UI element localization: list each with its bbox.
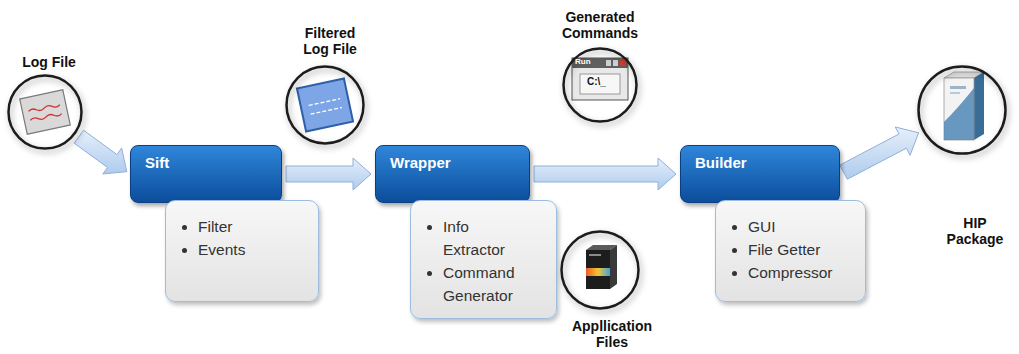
stage-title: Builder [681, 146, 761, 180]
component-list-panel: Info ExtractorCommand Generator [410, 200, 557, 319]
stage-header-box: Wrapper [375, 145, 530, 203]
artifact-circle: Filtered Log File [285, 65, 365, 145]
log-file-icon-part [20, 90, 71, 134]
filtered-file-icon-part [309, 99, 340, 106]
stage-header-box: Builder [680, 145, 840, 203]
package-box-icon-part [974, 72, 984, 140]
run-window-icon-part [606, 60, 611, 66]
stage-title: Wrapper [376, 146, 465, 180]
package-box-icon-part [944, 88, 974, 140]
run-window-icon [572, 58, 628, 100]
application-box-icon-part [586, 250, 610, 289]
log-file-icon [20, 90, 71, 134]
bullet-list: GUIFile GetterCompressor [730, 215, 855, 284]
artifact-circle: Appllication Files [560, 230, 640, 310]
circle-outline [285, 65, 365, 145]
run-window-icon-part [572, 58, 628, 100]
log-file-icon-part [30, 112, 62, 122]
filtered-file-icon-part [297, 78, 353, 131]
circle-ring [562, 232, 639, 309]
component-item: Info Extractor [443, 215, 535, 261]
flow-arrow [286, 158, 371, 190]
circle-outline [560, 230, 640, 310]
component-list-panel: FilterEvents [165, 200, 319, 302]
circle-ring [564, 49, 637, 122]
flow-arrow [74, 130, 127, 174]
bullet-list: Info ExtractorCommand Generator [425, 215, 546, 307]
artifact-label: Log File [9, 54, 89, 70]
filtered-file-icon [297, 78, 353, 131]
stage-header-box: Sift [130, 145, 282, 203]
stage-title: Sift [131, 146, 183, 180]
component-list-panel: GUIFile GetterCompressor [715, 200, 866, 302]
circle-ring [919, 67, 1006, 154]
run-window-icon-part [572, 58, 628, 68]
application-box-icon [586, 245, 617, 289]
package-box-icon-part [950, 86, 966, 89]
run-window-icon-part [613, 60, 618, 66]
artifact-label: Filtered Log File [290, 25, 370, 57]
bullet-list: FilterEvents [180, 215, 308, 261]
run-window-icon-part [620, 60, 626, 66]
circle-outline [7, 74, 83, 150]
window-title: Run [575, 58, 591, 66]
flow-arrow [534, 158, 676, 190]
component-item: Command Generator [443, 261, 535, 307]
circle-ring [9, 76, 82, 149]
package-box-icon-part [944, 78, 974, 140]
artifact-circle: Log File [7, 74, 83, 150]
package-box-icon-part [950, 92, 960, 94]
component-item: GUI [748, 215, 855, 238]
circle-outline [917, 65, 1007, 155]
component-item: Compressor [748, 261, 855, 284]
artifact-label: HIP Package [935, 215, 1015, 247]
package-box-icon [944, 72, 984, 140]
artifact-label: Appllication Files [562, 318, 662, 350]
component-item: Filter [198, 215, 308, 238]
application-box-icon-part [610, 245, 617, 289]
component-item: File Getter [748, 238, 855, 261]
application-box-icon-part [586, 268, 610, 276]
artifact-circle: HIP Package [917, 65, 1007, 155]
run-window-icon-part [580, 74, 620, 94]
component-item: Events [198, 238, 308, 261]
prompt-text: C:\_ [587, 77, 606, 87]
filtered-file-icon-part [311, 108, 342, 115]
circle-ring [287, 67, 364, 144]
log-file-icon-part [28, 103, 60, 113]
flow-arrow [840, 127, 919, 179]
artifact-label: Generated Commands [550, 9, 650, 41]
application-box-icon-part [589, 254, 601, 256]
